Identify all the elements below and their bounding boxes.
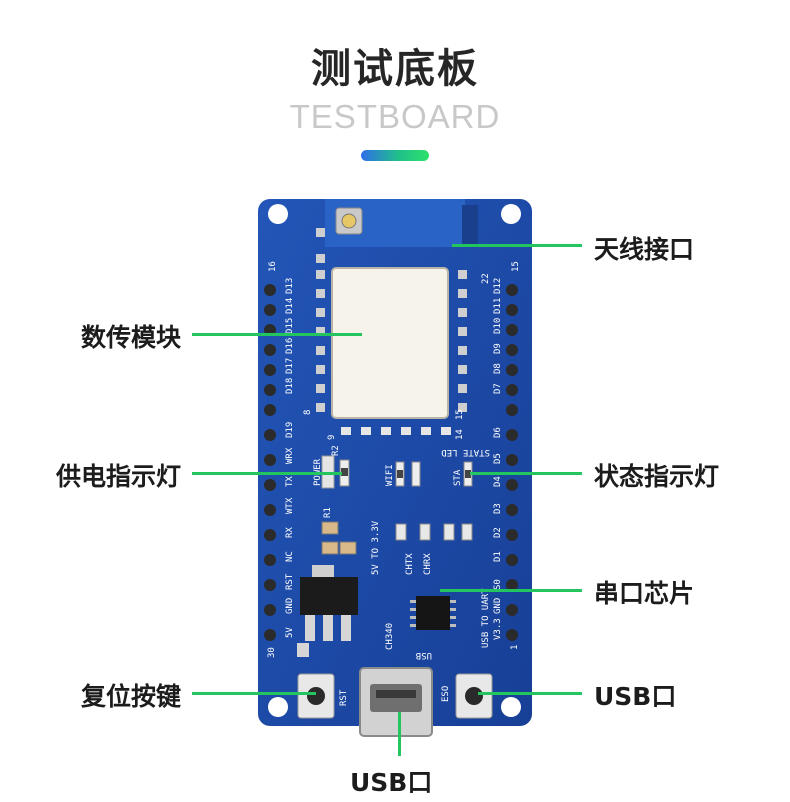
callout-usb-right: USB口 — [594, 682, 677, 711]
callout-serial-chip: 串口芯片 — [594, 579, 695, 608]
callout-usb-bottom: USB口 — [350, 768, 433, 797]
silk-5v-to-33v: 5V TO 3.3V — [371, 520, 381, 575]
silk-14: 14 — [455, 429, 465, 440]
silk-eso: ESO — [441, 686, 451, 702]
pin-label-left: 30 — [267, 647, 277, 658]
callout-line-reset — [192, 692, 316, 695]
antenna-connector-core — [341, 213, 357, 229]
page-subtitle: TESTBOARD — [289, 98, 501, 135]
module-pads-bottom — [341, 427, 451, 435]
pin-label-left: RX — [285, 527, 295, 538]
silk-chrx: CHRX — [423, 553, 433, 575]
silk-r1: R1 — [323, 507, 333, 518]
pin-label-right: 1 — [510, 645, 520, 650]
pin-label-left: NC — [285, 551, 295, 562]
pin-label-left: D19 — [285, 422, 295, 438]
capacitor — [395, 523, 407, 541]
capacitor — [339, 541, 357, 555]
capacitor — [443, 523, 455, 541]
silk-15: 15 — [455, 409, 465, 420]
pin-label-left: 16 — [268, 261, 278, 272]
accent-bar — [361, 150, 429, 161]
module-pads-right — [458, 270, 467, 412]
capacitor — [321, 521, 339, 535]
pin-label-left: WTX — [285, 497, 295, 514]
pin-label-right: D12 — [493, 278, 503, 294]
silk-chtx: CHTX — [405, 553, 415, 575]
page-title: 测试底板 — [311, 46, 479, 92]
silk-usb: USB — [416, 650, 432, 660]
voltage-regulator — [300, 577, 358, 615]
boot-button-cap — [465, 687, 483, 705]
pin-label-right: D8 — [493, 363, 503, 374]
mount-hole — [501, 204, 521, 224]
pin-label-right: D7 — [493, 383, 503, 394]
pin-label-left: D18 — [285, 378, 295, 394]
ch340-chip — [416, 596, 450, 630]
pin-label-left: WRX — [285, 447, 295, 464]
pin-label-right: D10 — [493, 318, 503, 334]
callout-line-serial-chip — [440, 589, 582, 592]
capacitor — [419, 523, 431, 541]
pin-label-right: V3.3 — [493, 618, 503, 640]
pin-label-left: TX — [285, 476, 295, 487]
silk-r2: R2 — [331, 445, 341, 456]
silk-sta: STA — [453, 469, 463, 486]
mount-hole — [268, 697, 288, 717]
capacitor — [461, 523, 473, 541]
capacitor — [321, 541, 339, 555]
pin-label-right: D5 — [493, 453, 503, 464]
callout-antenna: 天线接口 — [594, 235, 695, 264]
callout-line-power-led — [192, 472, 342, 475]
right-header-pins — [506, 284, 518, 641]
pin-label-left: RST — [285, 573, 295, 590]
voltage-regulator-tab — [312, 565, 334, 577]
pin-label-right: 15 — [511, 261, 521, 272]
pin-label-left: D17 — [285, 358, 295, 374]
silk-rst: RST — [339, 689, 349, 706]
pin-label-right: D2 — [493, 527, 503, 538]
callout-line-usb-bottom — [398, 712, 401, 756]
pin-label-left: D16 — [285, 338, 295, 354]
pin-label-right: GND — [493, 598, 503, 614]
callout-reset: 复位按键 — [80, 682, 181, 711]
pin-label-right: D1 — [493, 551, 503, 562]
pin-label-right: D9 — [493, 343, 503, 354]
silk-22: 22 — [481, 273, 491, 284]
pin-label-left: GND — [285, 598, 295, 614]
pin-label-right: D3 — [493, 503, 503, 514]
rf-module-shield — [331, 267, 449, 419]
callout-power-led: 供电指示灯 — [55, 462, 181, 491]
callout-module: 数传模块 — [80, 323, 181, 352]
callout-line-usb-right — [478, 692, 582, 695]
pin-label-right: D6 — [493, 427, 503, 438]
callout-line-module — [192, 333, 362, 336]
silk-ch340: CH340 — [385, 623, 395, 650]
pin-label-left: 5V — [285, 627, 295, 638]
callout-status-led: 状态指示灯 — [594, 462, 720, 491]
callout-line-antenna — [452, 244, 582, 247]
module-pads-left — [316, 228, 325, 412]
pin-label-left: D14 — [285, 298, 295, 314]
silk-state-led: STATE LED — [441, 447, 490, 457]
pin-label-right: D4 — [493, 476, 503, 487]
callout-line-status-led — [470, 472, 582, 475]
pin-label-right: D11 — [493, 298, 503, 314]
pin-label-left: D15 — [285, 318, 295, 334]
pin-label-right: S0 — [493, 579, 503, 590]
silk-usb-to-uart: USB TO UART — [481, 588, 491, 648]
reset-button-cap — [307, 687, 325, 705]
mount-hole — [501, 697, 521, 717]
silk-9: 9 — [327, 435, 337, 440]
silk-8: 8 — [303, 410, 313, 415]
silk-wifi: WIFI — [385, 464, 395, 486]
mount-hole — [268, 204, 288, 224]
pin-label-left: D13 — [285, 278, 295, 294]
